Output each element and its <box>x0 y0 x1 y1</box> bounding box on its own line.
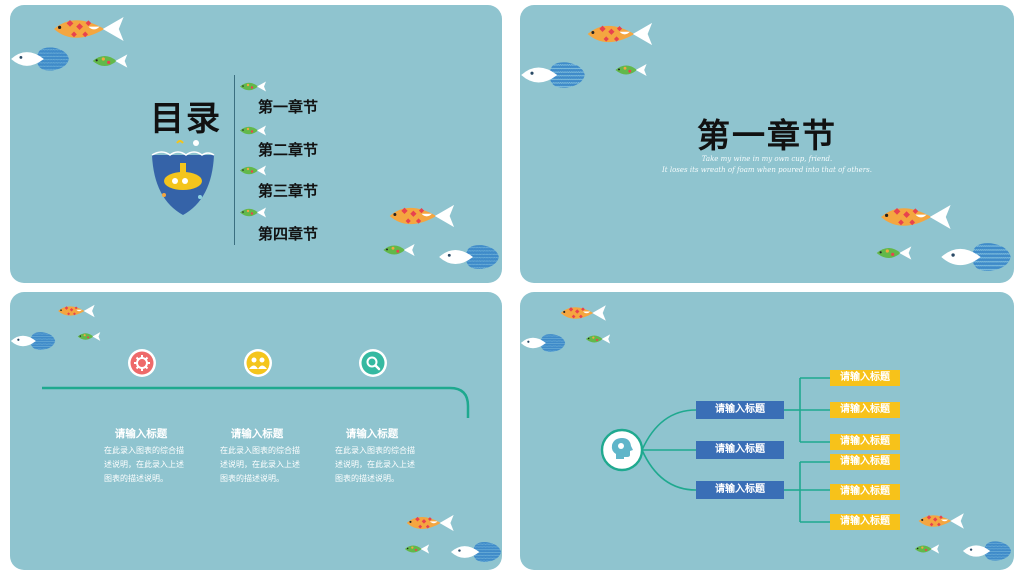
toc-item-4[interactable]: 第四章节 <box>258 225 319 243</box>
quote-line-1: Take my wine in my own cup, friend. <box>701 155 833 163</box>
orange-fish-icon <box>876 201 958 233</box>
orange-fish-icon <box>404 512 458 534</box>
green-fish-icon <box>90 51 130 71</box>
branch-2[interactable]: 请输入标题 <box>696 441 784 459</box>
timeline-line <box>42 386 470 418</box>
column-desc-1: 在此录入图表的综合描述说明，在此录入上述图表的描述说明。 <box>104 446 184 483</box>
mindmap-connectors <box>641 377 830 523</box>
chapter-title: 第一章节 <box>697 116 837 155</box>
slide-toc[interactable]: 目录 第一章节 第二章节 第三章节 第四章节 <box>10 5 502 283</box>
slide-mindmap[interactable]: 请输入标题 请输入标题 请输入标题 请输入标题 请输入标题 请输入标题 请输入标… <box>520 292 1014 570</box>
leaf-3-1[interactable]: 请输入标题 <box>830 454 900 470</box>
leaf-1-2[interactable]: 请输入标题 <box>830 402 900 418</box>
green-fish-icon <box>912 542 942 556</box>
column-title-1: 请输入标题 <box>114 428 168 440</box>
toc-title: 目录 <box>150 99 222 139</box>
orange-fish-icon <box>584 19 658 49</box>
striped-fish-icon <box>940 233 1012 281</box>
toc-divider <box>234 75 235 245</box>
green-fish-icon <box>238 79 268 94</box>
green-fish-icon <box>238 163 268 178</box>
people-icon[interactable] <box>243 348 273 378</box>
green-fish-icon <box>238 205 268 220</box>
leaf-1-1[interactable]: 请输入标题 <box>830 370 900 386</box>
striped-fish-icon <box>450 536 502 568</box>
column-title-2: 请输入标题 <box>230 428 284 440</box>
column-desc-3: 在此录入图表的综合描述说明，在此录入上述图表的描述说明。 <box>335 446 415 483</box>
column-title-3: 请输入标题 <box>345 428 399 440</box>
striped-fish-icon <box>520 53 586 97</box>
gear-icon[interactable] <box>127 348 157 378</box>
green-fish-icon <box>402 542 432 556</box>
striped-fish-icon <box>10 45 70 73</box>
leaf-3-3[interactable]: 请输入标题 <box>830 514 900 530</box>
green-fish-icon <box>872 243 916 263</box>
orange-fish-icon <box>386 201 460 231</box>
green-fish-icon <box>380 241 418 259</box>
head-brain-icon[interactable] <box>600 428 644 472</box>
quote-line-2: It loses its wreath of foam when poured … <box>662 166 872 174</box>
leaf-3-2[interactable]: 请输入标题 <box>830 484 900 500</box>
column-desc-2: 在此录入图表的综合描述说明，在此录入上述图表的描述说明。 <box>220 446 300 483</box>
search-icon[interactable] <box>358 348 388 378</box>
toc-item-1[interactable]: 第一章节 <box>258 98 319 116</box>
slide-chapter-title[interactable]: 第一章节 Take my wine in my own cup, friend.… <box>520 5 1014 283</box>
leaf-1-3[interactable]: 请输入标题 <box>830 434 900 450</box>
submarine-icon <box>151 140 215 215</box>
slide-timeline[interactable]: 请输入标题 在此录入图表的综合描述说明，在此录入上述图表的描述说明。 请输入标题… <box>10 292 502 570</box>
striped-fish-icon <box>438 237 500 277</box>
orange-fish-icon <box>916 510 968 532</box>
orange-fish-icon <box>50 13 130 45</box>
green-fish-icon <box>612 61 650 79</box>
green-fish-icon <box>238 123 268 138</box>
striped-fish-icon <box>962 536 1012 566</box>
branch-1[interactable]: 请输入标题 <box>696 401 784 419</box>
branch-3[interactable]: 请输入标题 <box>696 481 784 499</box>
toc-item-2[interactable]: 第二章节 <box>258 141 319 159</box>
toc-item-3[interactable]: 第三章节 <box>258 182 319 200</box>
